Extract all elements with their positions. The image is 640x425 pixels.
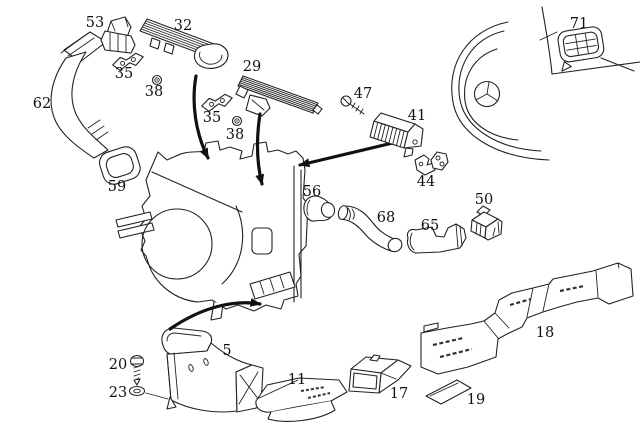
part-label-32: 32 xyxy=(174,18,192,34)
part-17-duct xyxy=(348,354,412,394)
arrow-5-to-box xyxy=(168,297,262,331)
part-56-elbow xyxy=(303,195,336,222)
part-38-grommet-a xyxy=(151,74,163,86)
leader-line-23 xyxy=(145,392,169,400)
arrow-29-to-box xyxy=(255,112,265,186)
part-18-rear-floor-duct xyxy=(420,262,634,375)
part-label-44: 44 xyxy=(417,174,435,190)
part-32-defroster-duct xyxy=(139,18,229,69)
part-label-71: 71 xyxy=(570,16,588,32)
part-53-clip xyxy=(100,16,136,54)
part-65-duct xyxy=(406,223,467,254)
part-35-bracket-b xyxy=(201,93,233,113)
part-label-41: 41 xyxy=(408,108,426,124)
part-label-65: 65 xyxy=(421,218,439,234)
part-label-35b: 35 xyxy=(203,110,221,126)
part-23-washer xyxy=(128,385,146,397)
arrow-32-to-box xyxy=(192,74,210,160)
heater-box-assembly xyxy=(115,140,309,321)
mercedes-star-icon xyxy=(473,80,501,108)
part-68-hose xyxy=(337,205,403,253)
part-50-connector xyxy=(470,205,503,241)
leader-line-71 xyxy=(539,31,558,41)
part-label-68: 68 xyxy=(377,210,395,226)
part-label-35a: 35 xyxy=(115,66,133,82)
part-label-38b: 38 xyxy=(226,127,244,143)
part-label-47: 47 xyxy=(354,86,372,102)
heater-box-prong xyxy=(117,222,155,239)
part-label-5: 5 xyxy=(222,343,231,359)
part-19-cover-plate xyxy=(425,379,472,405)
part-38-grommet-b xyxy=(231,115,243,127)
part-11-floor-duct xyxy=(255,377,348,422)
part-62-hose xyxy=(50,31,109,159)
part-label-11: 11 xyxy=(288,372,306,388)
part-label-50: 50 xyxy=(475,192,493,208)
part-label-62: 62 xyxy=(33,96,51,112)
part-label-18: 18 xyxy=(536,325,554,341)
part-44-bracket xyxy=(414,151,449,176)
part-29-defroster-duct xyxy=(235,75,323,117)
part-label-59: 59 xyxy=(108,179,126,195)
steering-wheel xyxy=(451,21,550,161)
part-47-screw xyxy=(340,95,365,115)
part-label-56: 56 xyxy=(303,184,321,200)
part-label-17: 17 xyxy=(390,386,408,402)
part-71-side-vent xyxy=(557,26,605,72)
blower-housing-circle xyxy=(141,208,213,280)
part-label-19: 19 xyxy=(467,392,485,408)
part-labels: 53 32 35 38 62 59 29 35 38 47 41 44 71 5… xyxy=(33,15,588,408)
part-20-bolt xyxy=(129,354,145,386)
part-label-38a: 38 xyxy=(145,84,163,100)
part-label-29: 29 xyxy=(243,59,261,75)
part-41-center-vent xyxy=(369,112,424,158)
part-label-23: 23 xyxy=(109,385,127,401)
part-5-footwell-duct xyxy=(161,327,264,413)
part-label-53: 53 xyxy=(86,15,104,31)
part-label-20: 20 xyxy=(109,357,127,373)
part-35-bracket-a xyxy=(112,52,144,72)
part-59-boot xyxy=(98,146,141,185)
dash-outline xyxy=(541,6,640,75)
